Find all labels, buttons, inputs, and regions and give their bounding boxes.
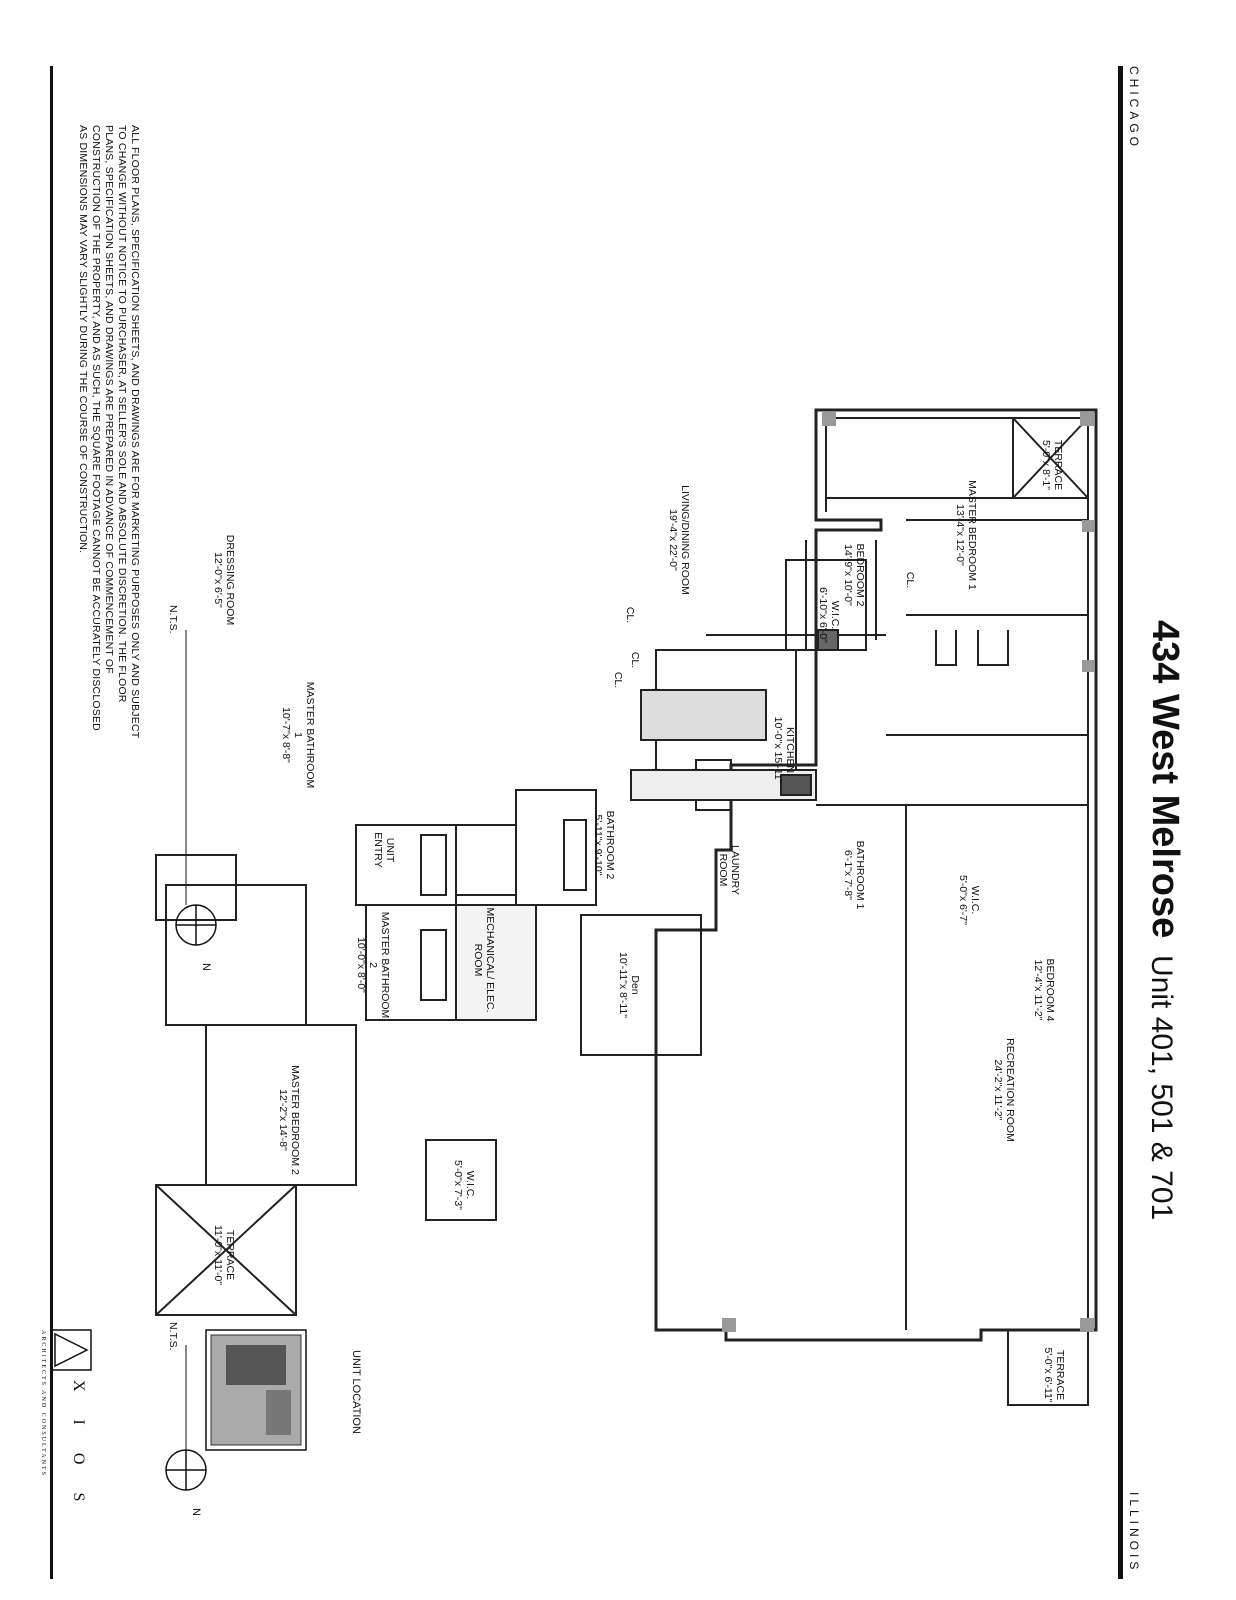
north-arrow-location (165, 1449, 207, 1491)
unit-location-thumbnail (205, 1329, 307, 1451)
terrace-right (1007, 1329, 1089, 1406)
laundry-outline (455, 824, 517, 896)
kitchen-counter (630, 769, 817, 801)
outer-wall (654, 408, 1098, 1342)
logo-tagline: ARCHITECTS AND CONSULTANTS (40, 1330, 46, 1477)
nts-location-label: N.T.S. (167, 1322, 179, 1351)
den-outline (580, 914, 702, 1056)
north-arrow-main (175, 904, 217, 946)
north-label: N (190, 1508, 202, 1516)
logo-name: X I O S (70, 1380, 87, 1514)
kitchen-island (640, 689, 767, 741)
closet-label: CL. (629, 651, 641, 669)
room-label: W.I.C.5'-0"x 6'-7" (957, 875, 981, 925)
footer-rule (50, 66, 53, 1579)
room-label: MECHANICAL/ ELEC. ROOM (472, 907, 496, 1013)
north-label: N (200, 963, 212, 971)
disclaimer-text: ALL FLOOR PLANS, SPECIFICATION SHEETS, A… (77, 125, 141, 739)
unit-entry-label: UNIT ENTRY (372, 832, 396, 868)
room-label: LAUNDRY ROOM (717, 845, 741, 895)
bathroom-2-outline (515, 789, 597, 906)
terrace-bottom (155, 1184, 297, 1316)
room-label: W.I.C.6'-10"x 6'-0" (817, 587, 841, 643)
mechanical-outline (455, 904, 537, 1021)
wic-3-outline (425, 1139, 497, 1221)
unit-location-label: UNIT LOCATION (350, 1350, 362, 1434)
axios-logo-mark (50, 1329, 92, 1371)
room-label: W.I.C.5'-0"x 7'-3" (452, 1160, 476, 1210)
bathroom-1-outline (355, 824, 457, 906)
closet-label: CL. (612, 671, 624, 689)
nts-main-label: N.T.S. (167, 605, 179, 634)
master-bath-2-outline (365, 904, 457, 1021)
closet-label: CL. (624, 606, 636, 624)
closet-label: CL. (904, 571, 916, 589)
